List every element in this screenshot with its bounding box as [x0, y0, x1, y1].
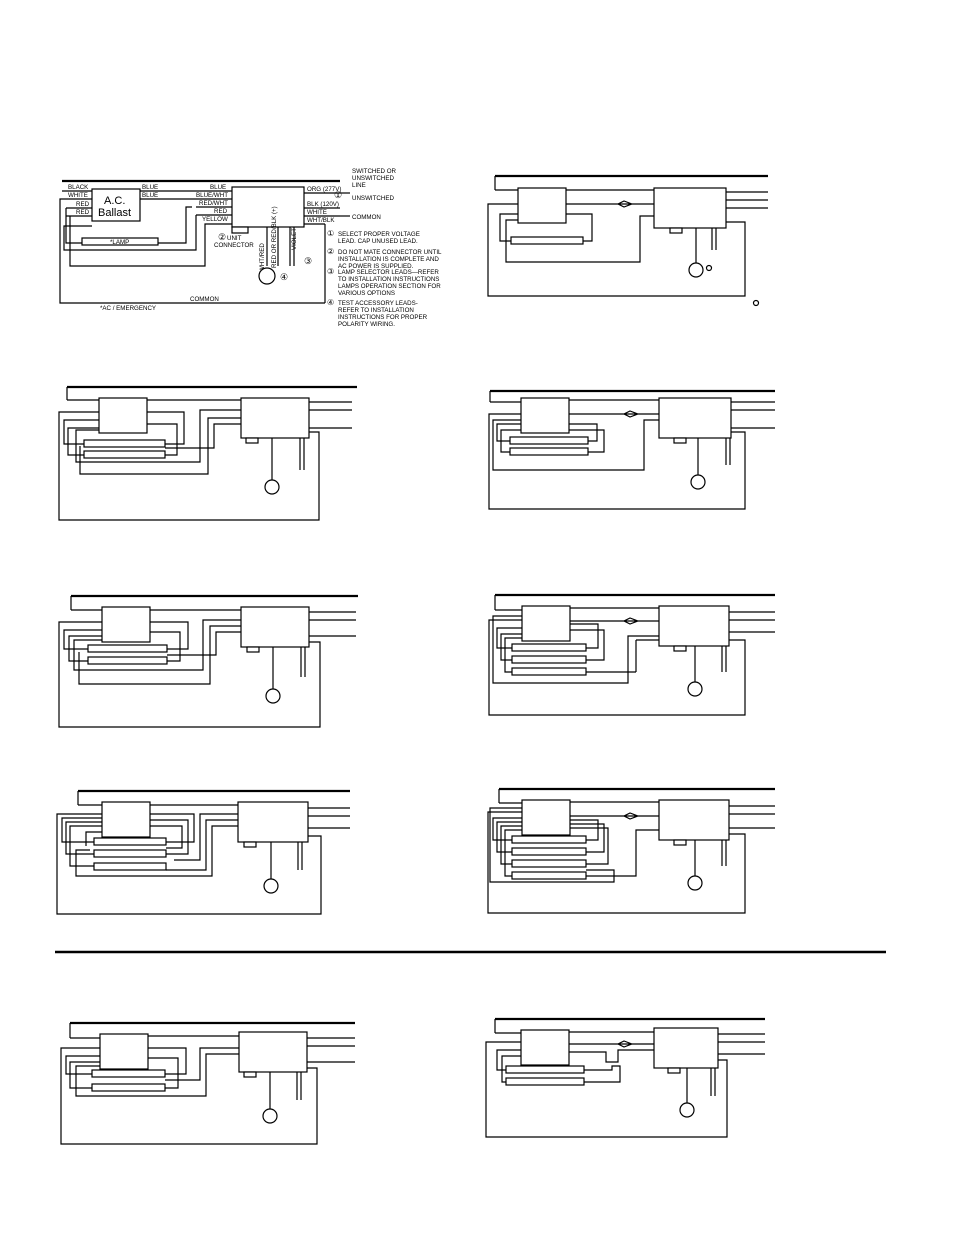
- unit-connector-line2: CONNECTOR: [214, 242, 254, 249]
- note-4-line-3: INSTRUCTIONS FOR PROPER: [338, 314, 428, 321]
- line-label-switched-1: SWITCHED OR: [352, 168, 397, 175]
- right-output-label-2: BLK (120V): [307, 201, 339, 208]
- notes-list: ① SELECT PROPER VOLTAGE LEAD. CAP UNUSED…: [327, 229, 442, 328]
- line-label-switched-3: LINE: [352, 182, 366, 189]
- line-label-common: COMMON: [352, 214, 381, 221]
- note-3-line-3: LAMPS OPERATION SECTION FOR: [338, 283, 441, 290]
- unit-wire-label-3: RED/WHT: [199, 200, 228, 207]
- unit-connector-line1: UNIT: [227, 235, 242, 242]
- marker-1: ①: [334, 190, 342, 200]
- ballast-title-line1: A.C.: [104, 195, 125, 207]
- line-label-unswitched: UNSWITCHED: [352, 195, 394, 202]
- marker-4: ④: [280, 272, 288, 282]
- unit-wire-label-2: BLUE/WHT: [196, 192, 228, 199]
- note-3-line-1: LAMP SELECTOR LEADS—REFER: [338, 269, 439, 276]
- note-2-line-3: AC POWER IS SUPPLIED.: [338, 263, 414, 270]
- diagram-one-lamp-right: [487, 174, 768, 307]
- test-switch: [258, 267, 276, 285]
- common-label: COMMON: [190, 296, 219, 303]
- diagram-two-lamp-left-1: [58, 385, 357, 521]
- note-2-line-2: INSTALLATION IS COMPLETE AND: [338, 256, 439, 263]
- diagram-two-lamp-bottom-right: [485, 1017, 765, 1138]
- unit-connector: [231, 226, 249, 234]
- vertical-lead-label-3: VIOLET: [291, 228, 298, 250]
- right-output-label-4: WHT/BLK: [307, 217, 335, 224]
- note-3-line-4: VARIOUS OPTIONS: [338, 290, 395, 297]
- footnote-label: *AC / EMERGENCY: [100, 305, 156, 312]
- mid-wire-label-2: BLUE: [142, 192, 158, 199]
- mid-wire-label-1: BLUE: [142, 184, 158, 191]
- left-wire-label-1: BLACK: [68, 184, 89, 191]
- left-wire-label-2: WHITE: [68, 192, 88, 199]
- unit-wire-label-5: YELLOW: [202, 216, 228, 223]
- note-1-line-2: LEAD. CAP UNUSED LEAD.: [338, 238, 418, 245]
- note-1-line-1: SELECT PROPER VOLTAGE: [338, 231, 420, 238]
- note-4-line-4: POLARITY WIRING.: [338, 321, 395, 328]
- ac-ballast-box: [91, 188, 141, 222]
- note-4-line-1: TEST ACCESSORY LEADS-: [338, 300, 418, 307]
- left-wire-label-3: RED: [76, 201, 90, 208]
- note-2-line-1: DO NOT MATE CONNECTOR UNTIL: [338, 249, 442, 256]
- unit-wire-label-1: BLUE: [210, 184, 226, 191]
- vertical-lead-label-2: RED OR RED/BLK (+): [271, 206, 278, 268]
- note-4-marker: ④: [327, 298, 334, 307]
- diagram-three-lamp-right: [488, 593, 775, 716]
- lamp-label: *LAMP: [110, 239, 129, 246]
- unit-connector-marker: ②: [218, 232, 226, 242]
- note-3-marker: ③: [327, 267, 334, 276]
- right-output-label-1: ORG (277V): [307, 186, 341, 193]
- diagram-two-lamp-right-1: [488, 389, 775, 510]
- unit-wire-label-4: RED: [214, 208, 228, 215]
- note-2-marker: ②: [327, 247, 334, 256]
- lamp-tube: [81, 237, 159, 246]
- vertical-lead-label-1: WHT/RED: [259, 243, 266, 272]
- right-output-label-3: WHITE: [307, 209, 327, 216]
- diagram-two-lamp-left-2: [58, 594, 358, 728]
- ballast-title-line2: Ballast: [98, 207, 131, 219]
- note-3-line-2: TO INSTALLATION INSTRUCTIONS: [338, 276, 439, 283]
- main-wiring-diagram: A.C. Ballast BLACK WHITE RED RED BLUE BL…: [59, 168, 442, 328]
- diagram-four-lamp-right: [487, 787, 775, 914]
- line-label-switched-2: UNSWITCHED: [352, 175, 394, 182]
- note-4-line-2: REFER TO INSTALLATION: [338, 307, 414, 314]
- note-1-marker: ①: [327, 229, 334, 238]
- diagram-multi-lamp-left: [56, 789, 350, 915]
- diagram-two-lamp-bottom-left: [60, 1021, 355, 1145]
- left-wire-label-4: RED: [76, 209, 90, 216]
- emergency-unit-box: [231, 186, 305, 228]
- marker-3: ③: [304, 256, 312, 266]
